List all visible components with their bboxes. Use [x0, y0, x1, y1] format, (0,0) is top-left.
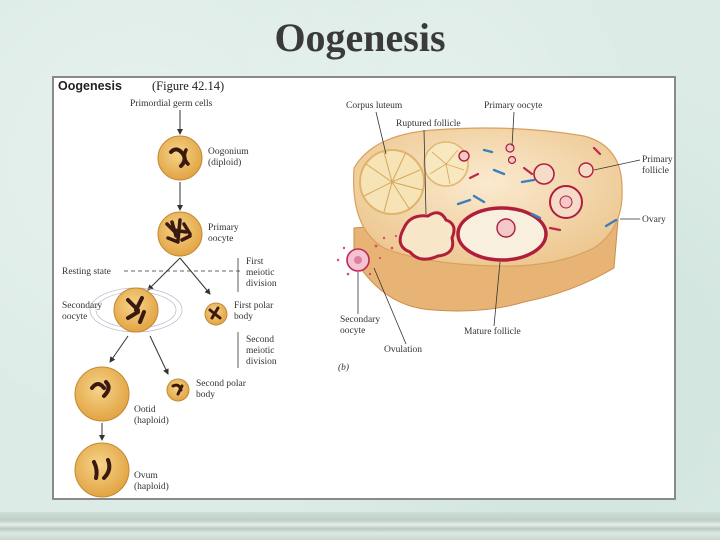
label-first-meiotic-1: First	[246, 257, 264, 267]
label-ovum: Ovum	[134, 471, 158, 481]
label-second-polar-body: Second polar	[196, 379, 247, 389]
second-polar-body	[166, 378, 190, 402]
label-panel-b: (b)	[338, 362, 349, 373]
ovary-illustration	[336, 127, 623, 312]
first-polar-body	[204, 302, 228, 326]
label-secondary-oocyte-right-2: oocyte	[340, 326, 365, 336]
label-primary-oocyte-right: Primary oocyte	[484, 101, 542, 111]
label-second-meiotic-2: meiotic	[246, 346, 275, 356]
label-ootid: Ootid	[134, 405, 156, 415]
label-ovary: Ovary	[642, 215, 666, 225]
label-primary-oocyte-2: oocyte	[208, 234, 233, 244]
label-oogonium-diploid: (diploid)	[208, 157, 241, 168]
label-primary-follicle-1: Primary	[642, 155, 673, 165]
label-second-polar-body-2: body	[196, 390, 215, 400]
label-mature-follicle: Mature follicle	[464, 326, 521, 337]
label-ovum-haploid: (haploid)	[134, 481, 169, 492]
label-ruptured-follicle: Ruptured follicle	[396, 118, 461, 129]
label-second-meiotic-3: division	[246, 357, 277, 367]
label-ootid-haploid: (haploid)	[134, 415, 169, 426]
label-primary-follicle-2: follicle	[642, 165, 669, 176]
label-secondary-oocyte: Secondary	[62, 301, 102, 311]
label-corpus-luteum: Corpus luteum	[346, 101, 403, 111]
decorative-footer-stripe	[0, 512, 720, 540]
oogonium-cell	[157, 135, 203, 181]
label-first-polar-body-2: body	[234, 312, 253, 322]
label-primary-oocyte: Primary	[208, 223, 239, 233]
figure-reference: (Figure 42.14)	[152, 79, 224, 93]
ootid-cell	[74, 366, 130, 422]
secondary-oocyte-cell	[89, 287, 183, 333]
label-ovulation: Ovulation	[384, 345, 422, 355]
label-primordial-germ-cells: Primordial germ cells	[130, 99, 213, 109]
label-first-polar-body: First polar	[234, 301, 274, 311]
figure-header-title: Oogenesis	[58, 79, 122, 93]
label-first-meiotic-3: division	[246, 279, 277, 289]
oogenesis-diagram: Oogenesis (Figure 42.14) Primordial germ…	[58, 79, 673, 498]
label-oogonium: Oogonium	[208, 147, 249, 157]
slide-title: Oogenesis	[274, 15, 446, 60]
label-resting-state: Resting state	[62, 267, 111, 277]
primary-oocyte-cell	[157, 211, 203, 257]
figure-frame: Oogenesis (Figure 42.14) Primordial germ…	[52, 76, 676, 500]
label-secondary-oocyte-2: oocyte	[62, 312, 87, 322]
ovum-cell	[74, 442, 130, 498]
label-secondary-oocyte-right: Secondary	[340, 315, 380, 325]
label-second-meiotic-1: Second	[246, 335, 274, 345]
label-first-meiotic-2: meiotic	[246, 268, 275, 278]
